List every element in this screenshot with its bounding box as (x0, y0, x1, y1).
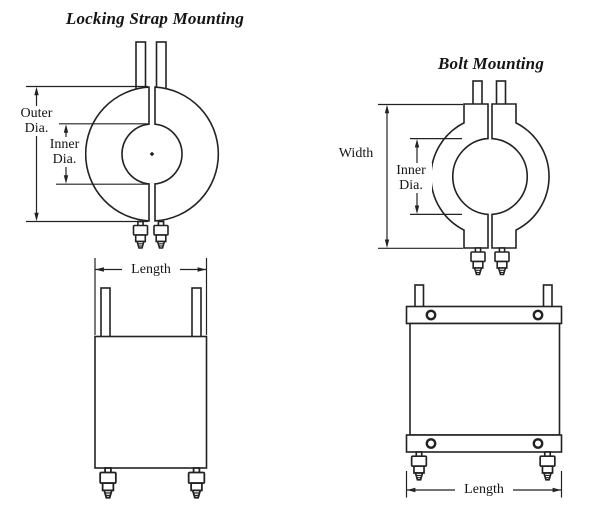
arrow-up-icon (34, 86, 39, 96)
bolt-mounting-title: Bolt Mounting (437, 54, 545, 73)
mounting-strap-left (135, 41, 147, 91)
bolt-front-view (378, 80, 550, 276)
heater-body (409, 322, 561, 436)
center-mark (149, 151, 155, 157)
terminal-stud-right (153, 220, 169, 249)
arrow-left-icon (95, 267, 104, 272)
arrow-right-icon (552, 487, 562, 493)
inner-dia-label-line2: Dia. (399, 178, 423, 193)
bolt-side-view (405, 284, 563, 498)
arrow-up-icon (384, 104, 390, 114)
outer-dia-label: Outer Dia. (14, 106, 59, 136)
outer-dia-label-line1: Outer (20, 106, 53, 121)
length-label-bolt: Length (455, 482, 513, 497)
bolt-hole-bottom-left (425, 438, 437, 449)
terminal-stud-left (132, 220, 149, 249)
mounting-strap-left (100, 287, 111, 339)
arrow-up-icon (63, 124, 69, 133)
arrow-left-icon (406, 487, 416, 493)
mounting-post-left (472, 80, 483, 108)
bolt-hole-bottom-right (532, 438, 544, 449)
width-label: Width (330, 146, 382, 161)
inner-dia-label-line2: Dia. (52, 152, 77, 167)
width-dimension (378, 103, 463, 249)
mounting-strap-right (155, 41, 167, 91)
terminal-stud-right (494, 247, 510, 276)
locking-strap-title: Locking Strap Mounting (65, 9, 245, 28)
arrow-right-icon (197, 267, 207, 272)
inner-dia-label-line1: Inner (49, 137, 80, 152)
bolt-hole-top-right (532, 309, 544, 321)
arrow-down-icon (414, 205, 420, 214)
arrow-up-icon (414, 139, 420, 148)
outer-dia-label-line2: Dia. (24, 121, 49, 136)
locking-strap-side-view (94, 258, 208, 499)
length-label-locking: Length (122, 262, 180, 277)
inner-dia-label-line1: Inner (396, 163, 426, 178)
heater-ring-right-half (491, 103, 550, 249)
arrow-down-icon (63, 175, 69, 184)
terminal-stud-left (99, 467, 117, 499)
mounting-post-left (414, 284, 425, 309)
terminal-stud-right (187, 467, 206, 499)
inner-dia-label-bolt: Inner Dia. (390, 163, 432, 193)
terminal-stud-left (470, 247, 486, 276)
mounting-post-right (542, 284, 553, 309)
heater-ring-left-half (84, 86, 150, 222)
inner-dia-label-locking: Inner Dia. (44, 137, 85, 167)
heater-ring-right-half (154, 86, 220, 222)
mounting-post-right (495, 80, 507, 108)
heater-body (94, 335, 208, 469)
arrow-down-icon (34, 212, 39, 222)
bottom-flange (405, 434, 563, 453)
heater-ring-left-half (430, 103, 489, 249)
bolt-hole-top-left (425, 309, 437, 321)
mounting-strap-right (191, 287, 202, 339)
arrow-down-icon (384, 239, 390, 248)
terminal-stud-left (410, 451, 428, 481)
terminal-stud-right (539, 451, 556, 481)
